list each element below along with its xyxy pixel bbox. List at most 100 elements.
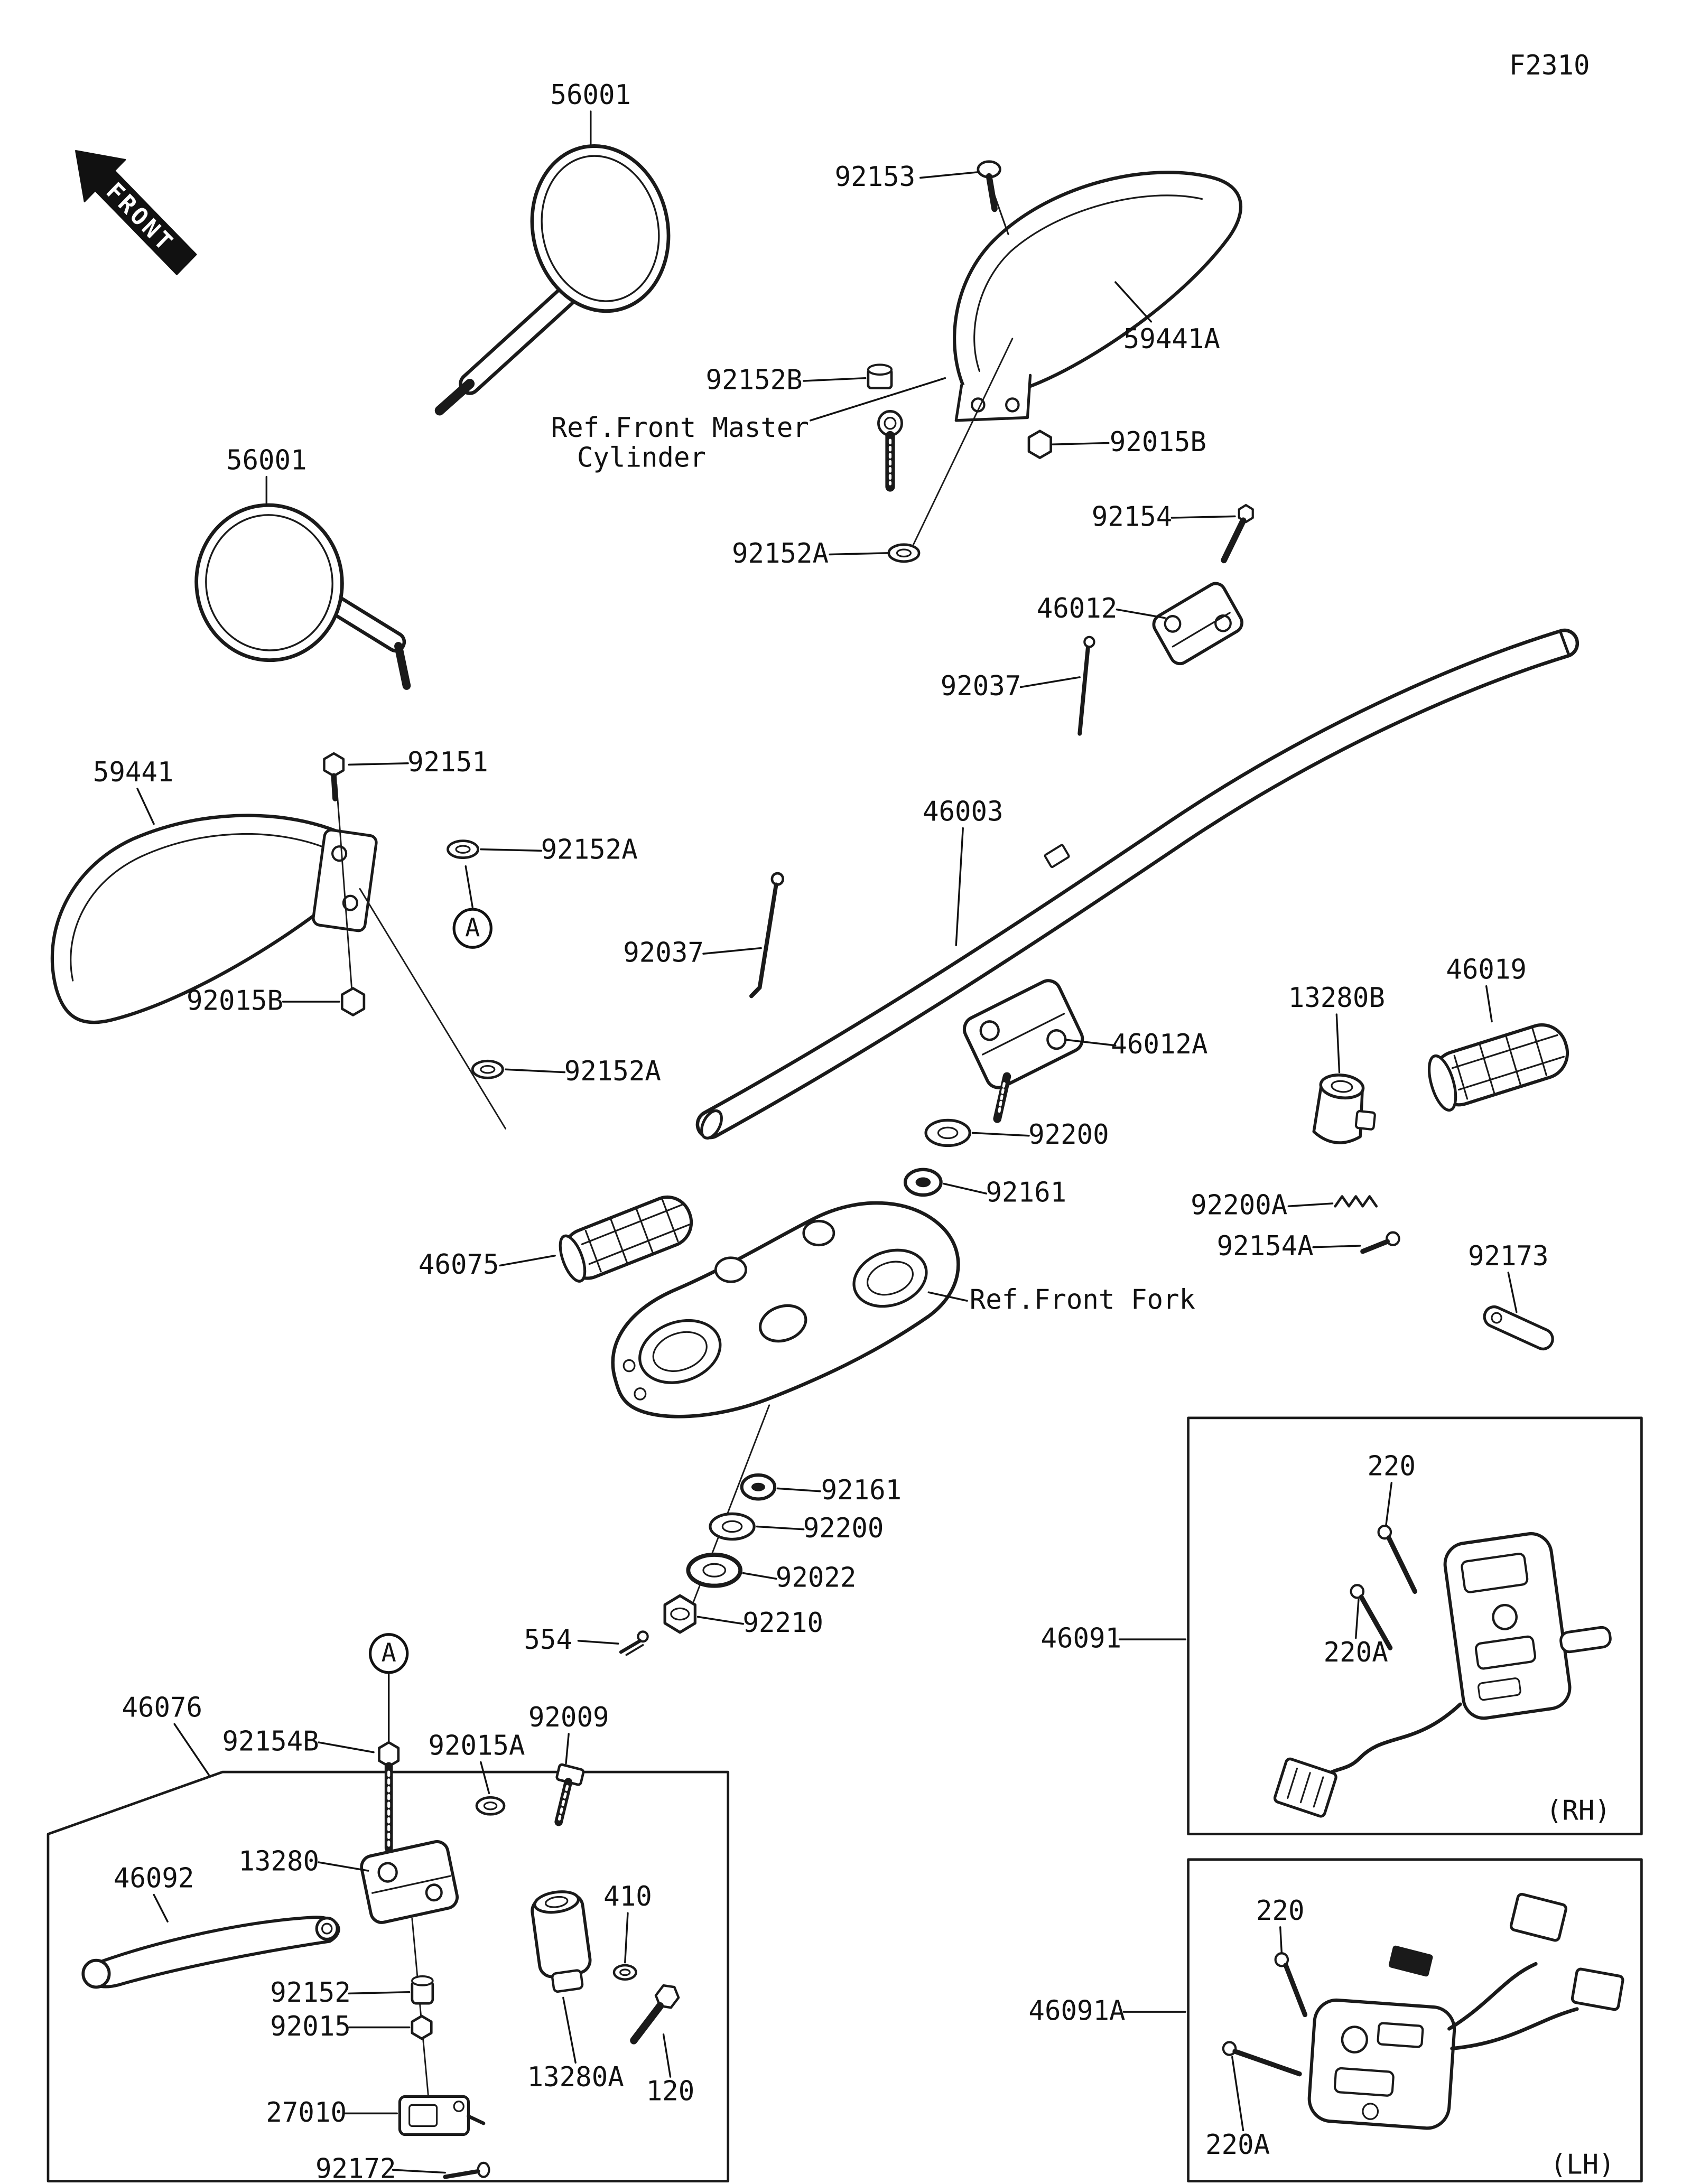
cable-holder-13280A [531, 1890, 592, 1993]
leader-line [1019, 676, 1081, 688]
part-label-46091a: 46091A [1028, 1994, 1126, 2027]
part-label-46012a: 46012A [1111, 1028, 1208, 1061]
handlebar [695, 628, 1579, 1140]
callout-line [464, 865, 473, 908]
leader-line [1385, 1481, 1392, 1526]
right-grip [1427, 1023, 1569, 1112]
leader-line [136, 788, 155, 825]
bolt-92009 [554, 1763, 585, 1826]
washer-92152A-top [887, 543, 921, 563]
part-label-92200a: 92200A [1191, 1189, 1288, 1222]
leader-line [1485, 985, 1493, 1023]
lh-connector-2 [1571, 1967, 1624, 2011]
leader-line [392, 2169, 446, 2174]
leader-line [1170, 515, 1236, 519]
screw-92154A [1360, 1231, 1400, 1254]
part-label-92161: 92161 [821, 1474, 902, 1507]
part-label-120: 120 [646, 2075, 695, 2108]
leader-line [776, 1487, 821, 1492]
bolt-92151 [323, 752, 345, 801]
rod-92037-upper [1077, 636, 1095, 736]
leader-line [624, 1912, 629, 1964]
part-label-46076: 46076 [122, 1691, 203, 1724]
leader-line [1051, 442, 1110, 445]
bushing-92161-stack [740, 1473, 777, 1501]
part-label-92210: 92210 [742, 1607, 824, 1639]
leader-line [662, 2033, 672, 2078]
stem-hardware-stack [619, 1473, 777, 1656]
leader-line [153, 1893, 169, 1922]
leader-line [1231, 2056, 1244, 2132]
guard-pivot-screw [877, 410, 903, 492]
leader-line [810, 377, 946, 422]
part-label-92152: 92152 [270, 1976, 351, 2009]
rh-switch-panel [1187, 1416, 1643, 1836]
switch-27010 [398, 2095, 486, 2136]
leader-line [1312, 1245, 1361, 1248]
lever-92173 [1483, 1305, 1554, 1351]
leader-line [742, 1572, 777, 1580]
part-label-46012: 46012 [1036, 592, 1118, 625]
lh-switch-wire-1 [1447, 1962, 1538, 2031]
part-label-46091: 46091 [1040, 1622, 1122, 1655]
part-label-92015b: 92015B [186, 984, 284, 1017]
leader-line [1065, 1039, 1117, 1047]
leader-line [318, 1861, 369, 1872]
part-label-56001: 56001 [226, 444, 307, 477]
part-label-92015: 92015 [270, 2010, 351, 2043]
part-label-92154b: 92154B [222, 1725, 319, 1758]
callout-a: A [368, 1633, 409, 1674]
nut-92015B-left [340, 987, 366, 1016]
leader-line [499, 1255, 556, 1267]
screw-92172 [443, 2161, 490, 2179]
part-label-56001: 56001 [550, 78, 631, 111]
part-label-46092: 46092 [113, 1862, 194, 1894]
part-label-220a: 220A [1323, 1636, 1388, 1669]
leader-line [943, 1182, 988, 1194]
leader-line [955, 827, 964, 946]
page-code: F2310 [1509, 49, 1590, 82]
handguard-right [906, 171, 1243, 559]
bolt-120 [630, 1984, 680, 2045]
collar-92152 [411, 1975, 434, 2005]
part-label-92152b: 92152B [705, 363, 803, 396]
washer-92200-right [924, 1118, 971, 1147]
rod-92037-lower [749, 872, 785, 998]
leader-line [756, 1525, 805, 1530]
part-label-27010: 27010 [266, 2096, 347, 2129]
part-label-cylinder: Cylinder [577, 441, 707, 474]
leader-line [696, 1616, 745, 1625]
spring-92200A [1334, 1195, 1378, 1208]
part-label-92152a: 92152A [564, 1054, 661, 1088]
bar-clamp-upper [1152, 582, 1243, 666]
upper-triple-clamp [611, 1201, 960, 1609]
part-label-92152a: 92152A [731, 537, 829, 570]
handguard-left [50, 783, 507, 1130]
part-label-92161: 92161 [986, 1176, 1067, 1209]
bolt-92154B [378, 1741, 400, 1853]
leader-line [1116, 608, 1166, 619]
pin-554 [619, 1630, 649, 1656]
lh-switch-housing [1307, 1998, 1456, 2130]
part-label-220: 220 [1256, 1894, 1305, 1927]
left-grip [559, 1195, 693, 1283]
part-label-410: 410 [603, 1880, 652, 1913]
part-label-220: 220 [1367, 1450, 1416, 1483]
part-label-92153: 92153 [834, 160, 916, 193]
leader-line [803, 377, 867, 382]
part-label-92154: 92154 [1091, 500, 1173, 533]
washer-92015A [475, 1796, 506, 1816]
leader-line [927, 1291, 968, 1302]
clutch-lever [81, 1916, 340, 1989]
leader-line [971, 1132, 1030, 1137]
leader-line [1279, 1926, 1283, 1954]
leader-line [919, 171, 979, 179]
part-label-92037: 92037 [623, 936, 704, 969]
part-label-92152a: 92152A [541, 833, 638, 866]
part-label-ref-front-fork: Ref.Front Fork [969, 1283, 1196, 1316]
lever-holder-13280B [1312, 1074, 1376, 1144]
leader-line [562, 1996, 577, 2064]
mirror-top [434, 144, 671, 416]
part-label-13280: 13280 [238, 1845, 319, 1878]
